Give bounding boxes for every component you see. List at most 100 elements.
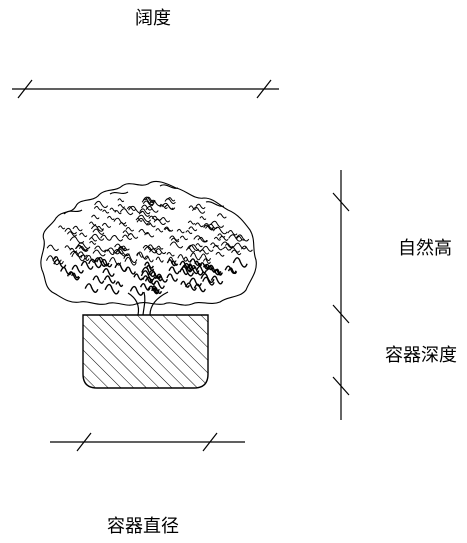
leaf-mark	[207, 223, 218, 230]
leaf-mark	[200, 273, 215, 283]
leaf-mark	[141, 204, 153, 211]
leaf-mark	[177, 254, 189, 262]
leaf-mark	[101, 222, 112, 228]
container-diameter-dimension-line	[50, 432, 245, 452]
leaf-mark	[217, 233, 226, 238]
leaf-mark	[236, 235, 245, 241]
leaf-mark	[195, 243, 203, 248]
leaf-mark	[202, 264, 211, 270]
leaf-mark	[117, 245, 128, 252]
leaf-mark	[235, 234, 250, 242]
leaf-mark	[199, 216, 207, 220]
leaf-mark	[106, 247, 120, 255]
container-pot	[82, 314, 209, 389]
leaf-mark	[91, 214, 100, 220]
leaf-mark	[213, 236, 221, 241]
leaf-mark	[185, 230, 193, 235]
leaf-mark	[161, 202, 176, 210]
leaf-mark	[210, 275, 224, 285]
shrub-canopy	[40, 180, 257, 306]
container-depth-label: 容器深度	[385, 345, 457, 366]
leaf-mark	[169, 241, 184, 249]
leaf-mark	[102, 209, 110, 214]
leaf-mark	[124, 256, 137, 266]
leaf-mark	[155, 256, 164, 263]
leaf-mark	[179, 268, 189, 276]
leaf-mark	[147, 244, 157, 250]
leaf-mark	[71, 251, 86, 262]
dimension-tick	[202, 432, 218, 452]
leaf-mark	[212, 226, 228, 235]
leaf-mark	[64, 245, 73, 250]
leaf-mark	[64, 227, 77, 235]
leaf-mark	[94, 245, 107, 252]
leaf-mark	[71, 264, 84, 274]
leaf-mark	[232, 257, 248, 268]
leaf-mark	[141, 266, 157, 278]
leaf-mark	[66, 231, 78, 237]
leaf-mark	[227, 267, 238, 275]
leaf-mark	[142, 275, 154, 284]
shrub-foliage	[46, 196, 253, 296]
leaf-mark	[118, 246, 127, 252]
leaf-mark	[122, 230, 132, 235]
leaf-mark	[193, 235, 208, 243]
leaf-mark	[164, 198, 176, 205]
leaf-mark	[104, 249, 115, 255]
leaf-mark	[185, 282, 197, 291]
leaf-mark	[202, 258, 211, 264]
leaf-mark	[155, 248, 167, 255]
height-dimension-line	[332, 170, 350, 420]
leaf-mark	[104, 283, 120, 295]
leaf-mark	[69, 250, 83, 258]
leaf-mark	[180, 280, 190, 288]
leaf-mark	[103, 275, 116, 284]
leaf-mark	[142, 200, 154, 207]
leaf-mark	[77, 251, 88, 257]
leaf-mark	[80, 254, 90, 261]
leaf-mark	[144, 255, 154, 263]
dimension-tick	[256, 79, 272, 99]
natural-height-label: 自然高	[398, 238, 452, 259]
leaf-mark	[92, 249, 106, 257]
leaf-mark	[100, 234, 112, 241]
leaf-mark	[176, 228, 185, 234]
leaf-mark	[125, 227, 135, 232]
leaf-mark	[92, 228, 105, 235]
leaf-mark	[188, 244, 203, 252]
leaf-mark	[126, 206, 137, 211]
leaf-mark	[93, 205, 103, 211]
leaf-mark	[88, 221, 97, 226]
leaf-mark	[149, 199, 162, 207]
leaf-mark	[156, 245, 164, 250]
leaf-mark	[80, 260, 94, 270]
leaf-mark	[66, 271, 81, 281]
leaf-mark	[168, 256, 177, 263]
leaf-mark	[146, 222, 156, 228]
leaf-mark	[200, 253, 211, 261]
leaf-mark	[159, 204, 168, 210]
leaf-mark	[222, 246, 231, 251]
leaf-mark	[119, 208, 134, 216]
leaf-mark	[183, 262, 194, 271]
leaf-mark	[195, 203, 206, 210]
leaf-mark	[92, 275, 105, 284]
leaf-mark	[60, 266, 72, 276]
leaf-mark	[185, 247, 196, 253]
leaf-mark	[115, 248, 130, 257]
leaf-mark	[219, 235, 229, 241]
leaf-mark	[72, 225, 83, 232]
leaf-mark	[213, 268, 223, 276]
width-label: 阔度	[135, 8, 171, 29]
leaf-mark	[188, 226, 198, 232]
leaf-mark	[152, 286, 163, 294]
leaf-mark	[113, 217, 127, 225]
leaf-mark	[190, 252, 201, 261]
leaf-mark	[136, 252, 144, 258]
leaf-mark	[115, 281, 124, 288]
leaf-mark	[168, 266, 180, 275]
dimension-tick	[332, 376, 350, 396]
leaf-mark	[58, 225, 66, 230]
